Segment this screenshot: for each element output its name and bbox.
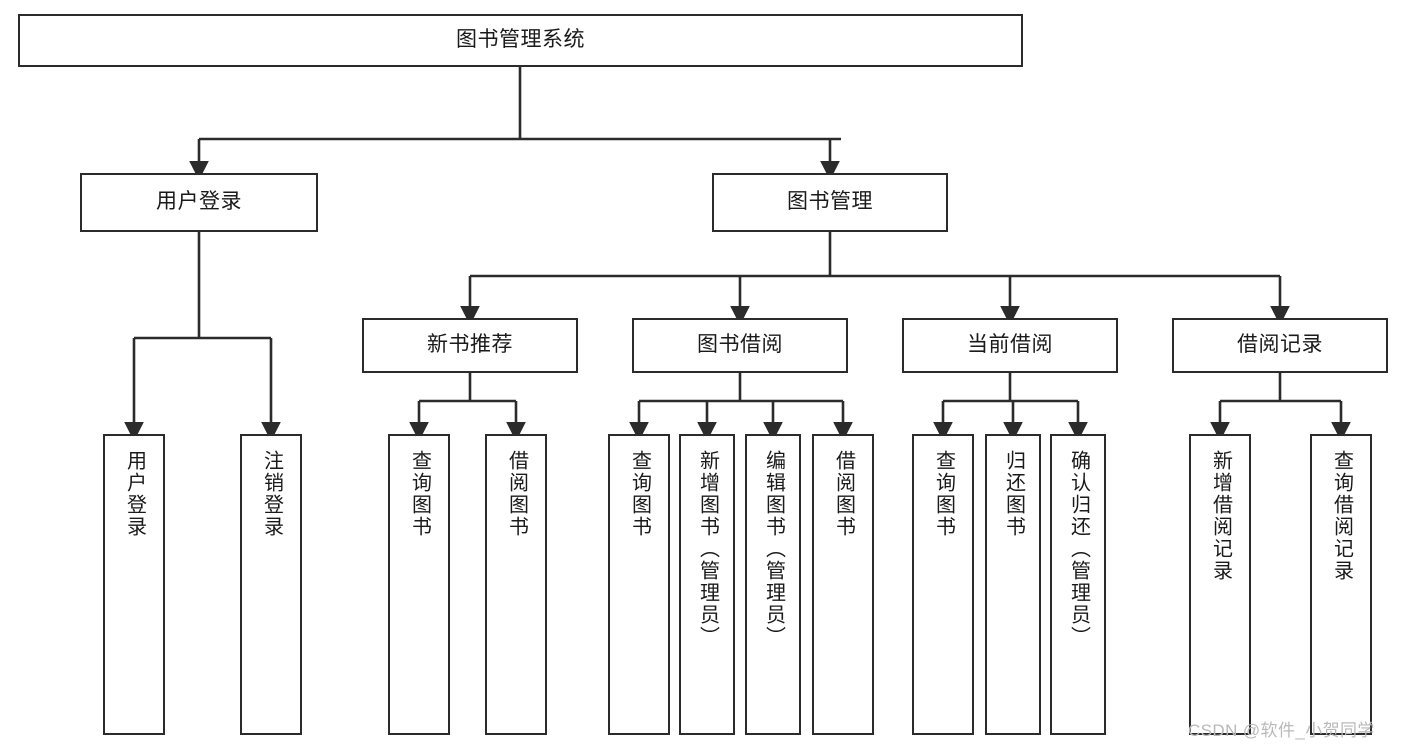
node-leaf-edit-book-label: 编辑图书（管理员） xyxy=(762,450,785,648)
node-root-system-label: 图书管理系统 xyxy=(456,28,585,52)
csdn-watermark: CSDN @软件_小贺同学 xyxy=(1188,721,1375,740)
node-leaf-query-book-current-label: 查询图书 xyxy=(932,450,955,538)
node-leaf-query-book-rec-label: 查询图书 xyxy=(408,450,431,538)
node-leaf-add-record[interactable]: 新增借阅记录 xyxy=(1189,434,1251,735)
node-leaf-return-book-label: 归还图书 xyxy=(1002,450,1025,538)
node-book-manage[interactable]: 图书管理 xyxy=(712,173,948,232)
node-user-login[interactable]: 用户登录 xyxy=(80,173,318,232)
node-borrow-record-label: 借阅记录 xyxy=(1237,333,1323,357)
node-book-manage-label: 图书管理 xyxy=(787,190,873,214)
node-leaf-user-logout-label: 注销登录 xyxy=(260,450,283,538)
node-leaf-confirm-return-label: 确认归还（管理员） xyxy=(1067,450,1090,648)
node-new-book-rec-label: 新书推荐 xyxy=(427,333,513,357)
node-leaf-user-login[interactable]: 用户登录 xyxy=(103,434,165,735)
node-leaf-user-login-label: 用户登录 xyxy=(123,450,146,538)
node-leaf-query-book-borrow[interactable]: 查询图书 xyxy=(608,434,670,735)
node-leaf-query-book-borrow-label: 查询图书 xyxy=(628,450,651,538)
node-leaf-return-book[interactable]: 归还图书 xyxy=(985,434,1041,735)
node-leaf-add-record-label: 新增借阅记录 xyxy=(1209,450,1232,582)
node-leaf-user-logout[interactable]: 注销登录 xyxy=(240,434,302,735)
node-current-borrow-label: 当前借阅 xyxy=(967,333,1053,357)
node-user-login-label: 用户登录 xyxy=(156,190,242,214)
node-leaf-add-book-label: 新增图书（管理员） xyxy=(696,450,719,648)
node-leaf-query-book-rec[interactable]: 查询图书 xyxy=(388,434,450,735)
node-new-book-rec[interactable]: 新书推荐 xyxy=(362,318,578,373)
node-leaf-add-book[interactable]: 新增图书（管理员） xyxy=(679,434,735,735)
node-book-borrow[interactable]: 图书借阅 xyxy=(632,318,848,373)
node-leaf-query-record[interactable]: 查询借阅记录 xyxy=(1310,434,1372,735)
node-leaf-query-book-current[interactable]: 查询图书 xyxy=(912,434,974,735)
node-leaf-borrow-book[interactable]: 借阅图书 xyxy=(812,434,874,735)
node-leaf-query-record-label: 查询借阅记录 xyxy=(1330,450,1353,582)
node-leaf-edit-book[interactable]: 编辑图书（管理员） xyxy=(745,434,801,735)
node-leaf-borrow-book-rec[interactable]: 借阅图书 xyxy=(485,434,547,735)
node-leaf-borrow-book-label: 借阅图书 xyxy=(832,450,855,538)
node-root-system[interactable]: 图书管理系统 xyxy=(18,14,1023,67)
node-borrow-record[interactable]: 借阅记录 xyxy=(1172,318,1388,373)
node-book-borrow-label: 图书借阅 xyxy=(697,333,783,357)
node-current-borrow[interactable]: 当前借阅 xyxy=(902,318,1118,373)
node-leaf-borrow-book-rec-label: 借阅图书 xyxy=(505,450,528,538)
node-leaf-confirm-return[interactable]: 确认归还（管理员） xyxy=(1050,434,1106,735)
